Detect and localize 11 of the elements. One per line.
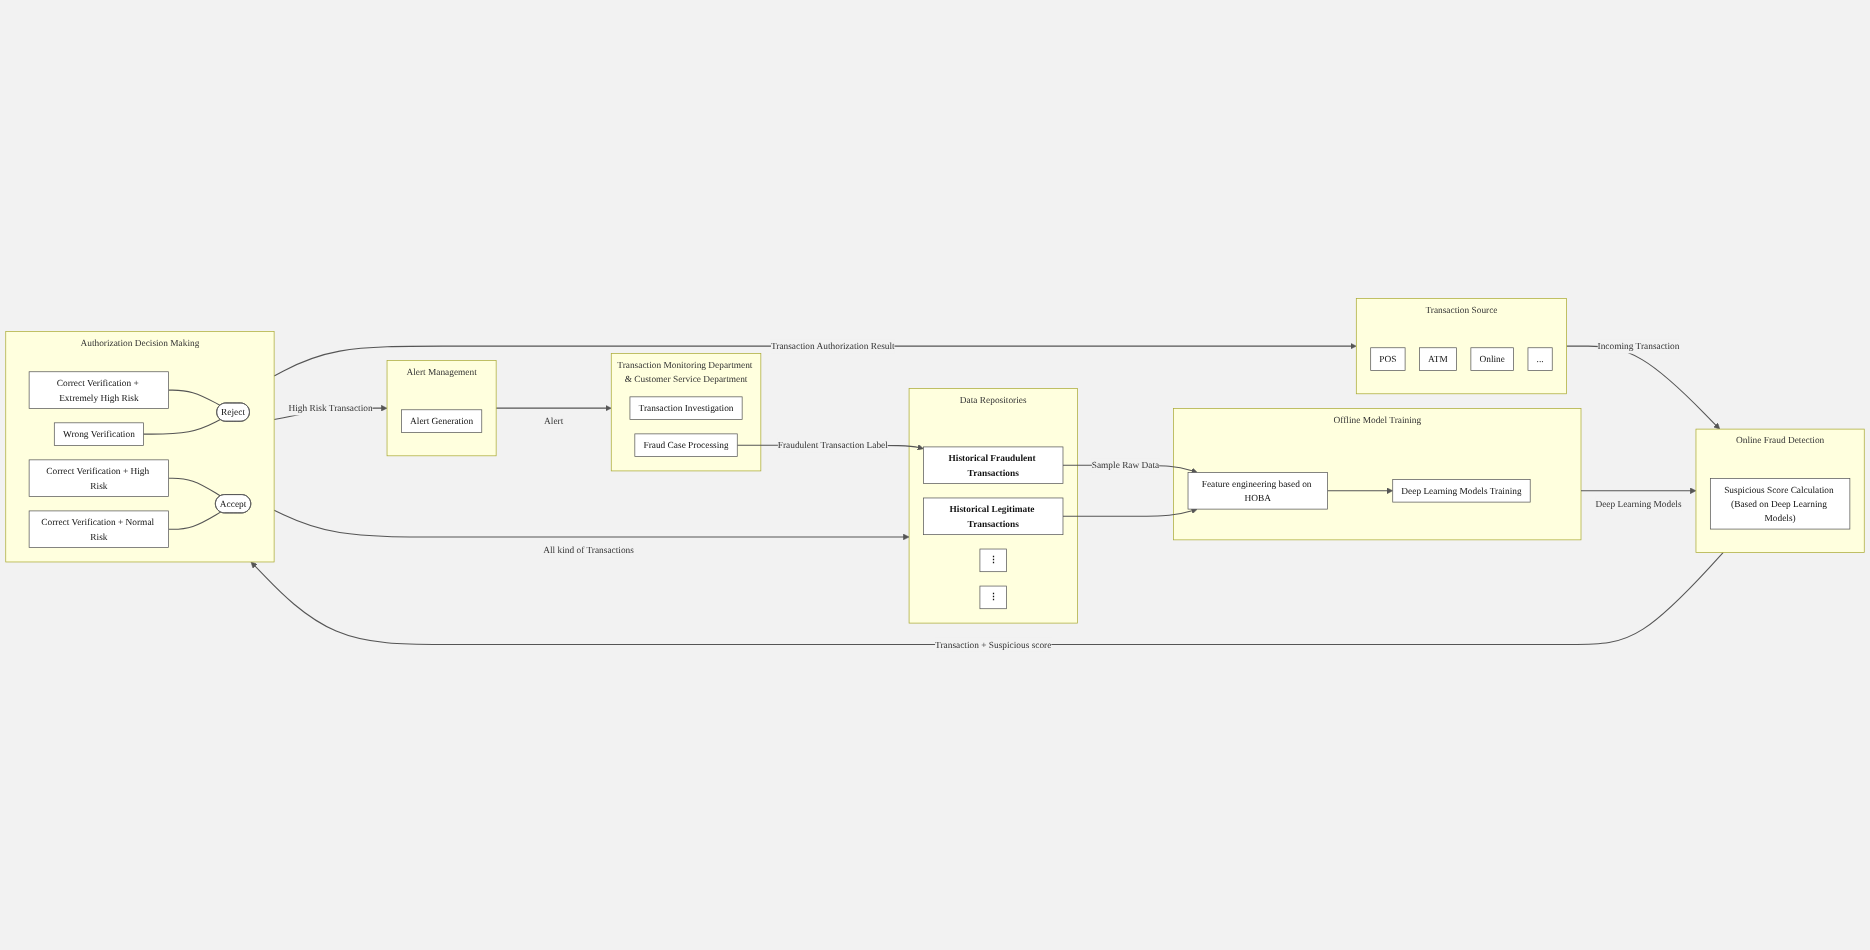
arrow	[273, 342, 1357, 377]
connector	[168, 477, 222, 497]
connector	[168, 389, 221, 406]
arrow	[1580, 487, 1697, 494]
connector	[142, 418, 221, 435]
arrow	[1062, 507, 1198, 517]
connector	[168, 511, 222, 530]
arrow	[250, 551, 1724, 646]
arrow	[273, 509, 910, 541]
arrow	[495, 405, 612, 412]
arrow	[1327, 487, 1393, 494]
